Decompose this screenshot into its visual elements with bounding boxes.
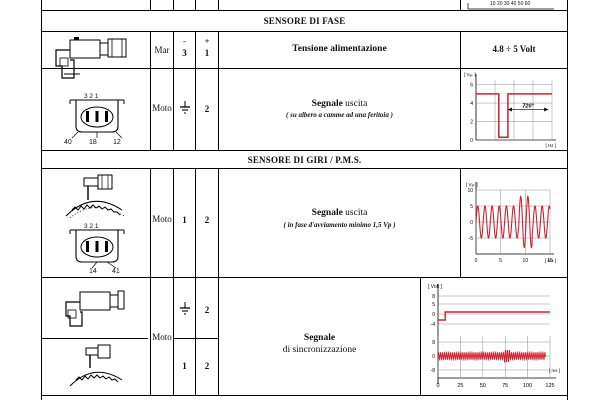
chart3-xtick: 100 — [523, 383, 532, 389]
chart1-annotation: 720° — [522, 104, 534, 110]
chart2-xtick: 0 — [475, 258, 478, 264]
chart1-ytick: 0 — [470, 138, 473, 144]
top-axis-ticks: 10 20 30 40 50 60 — [490, 1, 531, 7]
r1-description: Tensione alimentazione — [219, 44, 460, 54]
r4-col-b-bottom: 2 — [204, 361, 210, 371]
phase-sensor-drawing — [52, 34, 132, 82]
chart1-ylabel: [ Vₐₖ ] — [464, 72, 476, 77]
chart3-xtick: 25 — [457, 383, 463, 389]
connector-3pin-drawing: 3 2 1 — [62, 90, 132, 148]
chart3-bottom-ytick: -8 — [431, 368, 436, 374]
chart2-xlabel: [ ms ] — [545, 258, 556, 263]
chart2-xtick: 5 — [499, 258, 502, 264]
r1-desc-bold: Tensione alimentazione — [292, 44, 387, 54]
r3-pin-numbers: 3 2 1 — [84, 223, 99, 230]
r2-pin-mid: 18 — [89, 139, 97, 146]
r3-col-b: 2 — [204, 215, 210, 225]
chart-rpm-signal: 10 5 0 -5 0 5 10 15 [ Vₐₖ ] [ ms ] — [466, 182, 556, 264]
r2-description: Segnale uscita ( su albero a camme ad un… — [219, 99, 460, 119]
r3-pin-right: 41 — [112, 268, 120, 275]
chart3-bottom-ytick: 8 — [432, 340, 435, 346]
r4-rpm-sensor-drawing — [66, 342, 136, 392]
chart3-ylabel: [ Volt ] — [428, 284, 443, 290]
chart3-bottom-ytick: 0 — [432, 354, 435, 360]
r1-col-b-sign: + — [204, 37, 210, 46]
chart2-ylabel: [ Vₐₖ ] — [466, 182, 478, 187]
r1-brand: Mar — [154, 45, 170, 55]
r2-pin-numbers: 3 2 1 — [84, 93, 99, 100]
chart3-xtick: 0 — [436, 383, 439, 389]
r3-desc-sub: ( in fase d'avviamento minimo 1,5 Vp ) — [283, 221, 396, 229]
chart2-ytick: 10 — [467, 188, 473, 194]
r2-brand: Moto — [152, 103, 172, 113]
chart3-bottom-series — [437, 349, 546, 364]
r3-col-a: 1 — [182, 215, 187, 225]
chart2-series-line — [475, 195, 551, 249]
chart3-top-series — [438, 311, 550, 321]
r4-description: Segnale di sincronizzazione — [219, 333, 420, 355]
chart3-xlabel: [ ms ] — [549, 368, 560, 373]
r2-desc-rest: uscita — [342, 99, 368, 109]
r2-pin-left: 40 — [64, 139, 72, 146]
chart2-xtick: 10 — [523, 258, 529, 264]
chart3-xtick: 50 — [480, 383, 486, 389]
chart3-xtick: 125 — [545, 383, 554, 389]
r4-col-b-top: 2 — [204, 305, 210, 315]
chart1-ytick: 4 — [470, 101, 473, 107]
r1-col-b: 1 — [204, 48, 210, 58]
chart2-ytick: 5 — [470, 204, 473, 210]
chart2-ytick: 0 — [470, 220, 473, 226]
r2-ground-icon — [179, 101, 191, 117]
r3-desc-rest: uscita — [342, 208, 368, 218]
chart2-xtick: 15 — [547, 258, 553, 264]
r4-col-a-bottom: 1 — [182, 361, 187, 371]
chart3-top-ytick: 5 — [432, 302, 435, 308]
chart3-top-ytick: 8 — [432, 294, 435, 300]
chart1-ytick: 2 — [470, 120, 473, 126]
chart-phase-signal: 6 4 2 0 [ Vₐₖ ] [ Hz ] 720° — [464, 72, 556, 148]
chart1-series-line — [476, 93, 552, 138]
chart3-xtick: 75 — [502, 383, 508, 389]
r1-col-a-sign: - — [183, 37, 186, 46]
top-chart-axis-remnant: 10 20 30 40 50 60 — [462, 0, 562, 10]
r2-pin-right: 12 — [113, 139, 121, 146]
r3-pin-left: 14 — [89, 268, 97, 275]
chart1-ytick: 6 — [470, 83, 473, 89]
r3-desc-bold: Segnale — [311, 208, 343, 218]
chart1-xlabel: [ Hz ] — [545, 143, 556, 148]
chart3-top-ytick: 0 — [432, 312, 435, 318]
r1-value: 4.8 ÷ 5 Volt — [492, 44, 536, 54]
r3-connector-drawing: 3 2 1 — [62, 220, 132, 278]
r4-phase-sensor-drawing — [62, 288, 142, 330]
rpm-sensor-drawing — [62, 170, 142, 222]
r4-desc-rest: di sincronizzazione — [282, 345, 357, 355]
r4-desc-bold: Segnale — [303, 333, 336, 343]
chart3-top-ytick: -4 — [431, 322, 436, 328]
r3-brand: Moto — [152, 214, 172, 224]
section-title-rpm: SENSORE DI GIRI / P.M.S. — [247, 155, 362, 165]
r4-brand: Moto — [152, 332, 172, 342]
r1-col-a: 3 — [182, 48, 187, 58]
r2-desc-bold: Segnale — [311, 99, 343, 109]
r4-ground-icon — [179, 302, 191, 318]
chart2-ytick: -5 — [469, 236, 474, 242]
section-title-phase: SENSORE DI FASE — [263, 16, 346, 26]
r3-description: Segnale uscita ( in fase d'avviamento mi… — [219, 208, 460, 229]
r2-col-b: 2 — [204, 104, 210, 114]
r2-desc-sub: ( su albero a camme ad una feritoia ) — [286, 111, 393, 119]
